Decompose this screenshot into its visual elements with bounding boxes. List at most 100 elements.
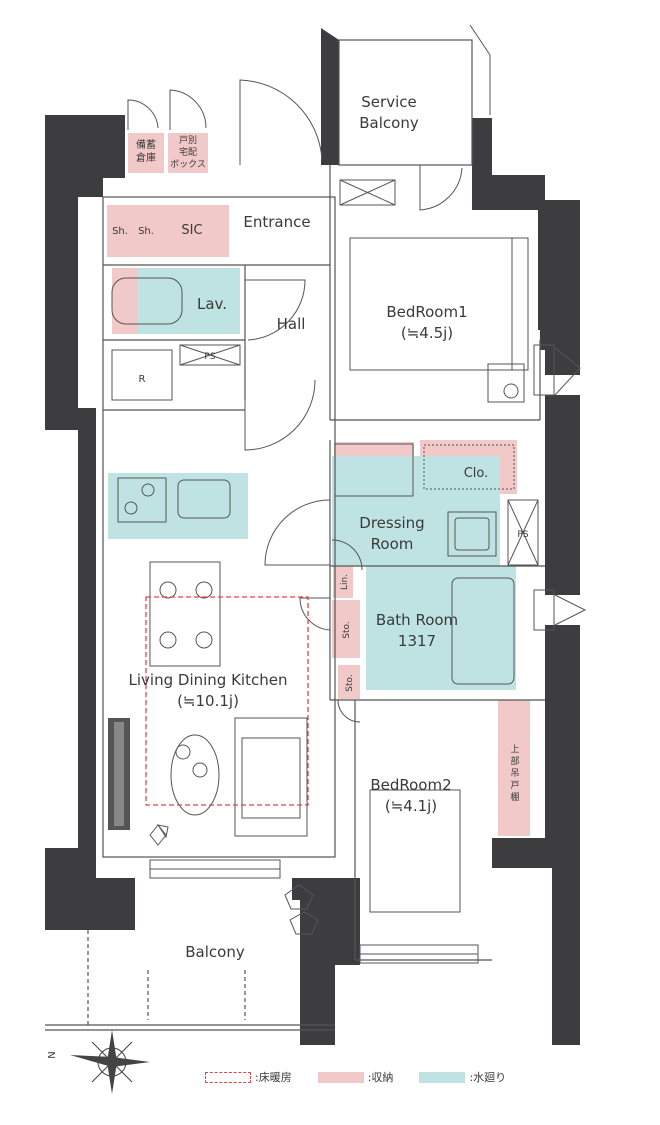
label-closet: Clo.	[464, 466, 489, 481]
legend-label-floor-heating: :床暖房	[255, 1071, 292, 1084]
label-delivery-1: 戸別	[179, 135, 197, 146]
ps-right	[507, 499, 539, 566]
door-kitchen	[244, 379, 316, 451]
legend-swatch-floor-heating	[205, 1071, 251, 1083]
door-bed2	[337, 699, 361, 723]
wall-left-mid	[45, 408, 78, 430]
door-delivery	[169, 89, 207, 130]
storage-zone-delivery-box	[168, 133, 208, 173]
label-dressing-2: Room	[371, 535, 414, 553]
label-refrigerator: R	[139, 374, 146, 385]
wall-sb-left	[321, 28, 339, 165]
sofa	[234, 717, 308, 837]
door-bikou	[127, 99, 159, 130]
label-sh2: Sh.	[138, 226, 154, 237]
label-ps-top: PS	[204, 352, 215, 362]
dressing-counter	[334, 443, 414, 497]
label-upper-4: 戸	[510, 780, 519, 791]
walls	[45, 28, 580, 1045]
label-upper-3: 吊	[510, 768, 519, 779]
door-bed1-window	[554, 347, 581, 396]
label-upper-5: 棚	[510, 791, 519, 803]
toilet-counter	[111, 277, 183, 325]
bathtub	[451, 577, 515, 685]
storage-zone-sto2	[338, 665, 360, 699]
coffee-table	[170, 734, 220, 816]
label-bathroom-2: 1317	[398, 632, 436, 650]
sink	[177, 479, 231, 519]
legend-label-storage: :収納	[367, 1071, 394, 1084]
label-bedroom1-2: (≒4.5j)	[401, 324, 453, 342]
storage-zone-upper	[498, 700, 530, 836]
label-delivery-2: 宅配	[179, 146, 197, 158]
door-bath-window	[554, 594, 587, 626]
cooktop	[117, 477, 167, 523]
storage-zone-linen	[333, 565, 353, 598]
legend-swatch-storage	[317, 1071, 364, 1083]
door-sb	[419, 165, 463, 211]
outline-main	[102, 196, 336, 858]
label-dressing-1: Dressing	[359, 514, 424, 532]
legend-floor-heating: :床暖房	[205, 1069, 292, 1085]
windows	[149, 344, 555, 964]
door-service-balcony	[469, 24, 491, 115]
door-bath-inner	[331, 539, 363, 571]
label-hall: Hall	[277, 315, 306, 333]
bed1-pillow	[511, 237, 529, 371]
label-sto1: Sto.	[342, 621, 352, 638]
legend-storage: :収納	[317, 1069, 394, 1085]
plant-ldk	[149, 824, 169, 846]
storage-zone-lav-left	[112, 268, 138, 334]
label-bedroom1-1: BedRoom1	[386, 303, 467, 321]
door-hall-lav	[245, 279, 306, 341]
label-linen: Lin.	[340, 574, 350, 590]
label-service-balcony-2: Balcony	[359, 114, 419, 132]
label-sh1: Sh.	[112, 226, 128, 237]
bed2	[369, 789, 461, 913]
label-bathroom-1: Bath Room	[376, 611, 458, 629]
legend: :床暖房 :収納 :水廻り	[205, 1068, 532, 1086]
washbasin-inner	[454, 517, 490, 551]
label-lav: Lav.	[197, 295, 227, 313]
legend-water: :水廻り	[419, 1069, 506, 1085]
door-entrance	[239, 79, 323, 165]
dining-table	[149, 561, 221, 667]
label-service-balcony-1: Service	[361, 93, 416, 111]
storage-zone-bikou	[128, 133, 164, 173]
label-sic: SIC	[181, 223, 202, 238]
label-bedroom2-2: (≒4.1j)	[385, 797, 437, 815]
plant-balcony	[284, 884, 319, 935]
label-upper-1: 上	[510, 744, 519, 755]
label-delivery-3: ボックス	[170, 159, 206, 170]
wall-left-top	[45, 115, 125, 408]
wall-left-bottom	[45, 848, 135, 930]
floor-heating-area	[145, 596, 309, 806]
ps-top	[179, 344, 241, 366]
door-dressing	[264, 499, 331, 566]
service-balcony-outline	[338, 39, 473, 166]
wall-balcony-right	[292, 878, 360, 1045]
label-ps-right: PS	[517, 530, 528, 540]
sofa-seat	[241, 737, 301, 819]
door-bath	[299, 597, 331, 631]
label-balcony: Balcony	[185, 943, 245, 961]
wall-right-mid	[545, 395, 580, 595]
label-upper-2: 部	[510, 755, 519, 767]
closet-rail	[423, 444, 515, 490]
label-ldk-2: (≒10.1j)	[177, 692, 239, 710]
storage-zone-dressing-top	[334, 442, 414, 456]
sb-box	[339, 179, 396, 206]
bed1-nightstand	[487, 363, 525, 403]
wall-right-bottom	[492, 838, 580, 1045]
legend-label-water: :水廻り	[469, 1071, 507, 1084]
storage-zone-sto1	[332, 600, 360, 658]
fixtures	[108, 179, 539, 935]
wall-left-thin	[78, 408, 96, 848]
wall-right-upper	[540, 200, 580, 350]
label-sto2: Sto.	[345, 674, 355, 691]
compass-icon: N	[47, 1030, 150, 1094]
window-bath	[533, 589, 555, 631]
refrigerator	[111, 349, 173, 401]
label-bikou-2: 倉庫	[136, 151, 156, 164]
